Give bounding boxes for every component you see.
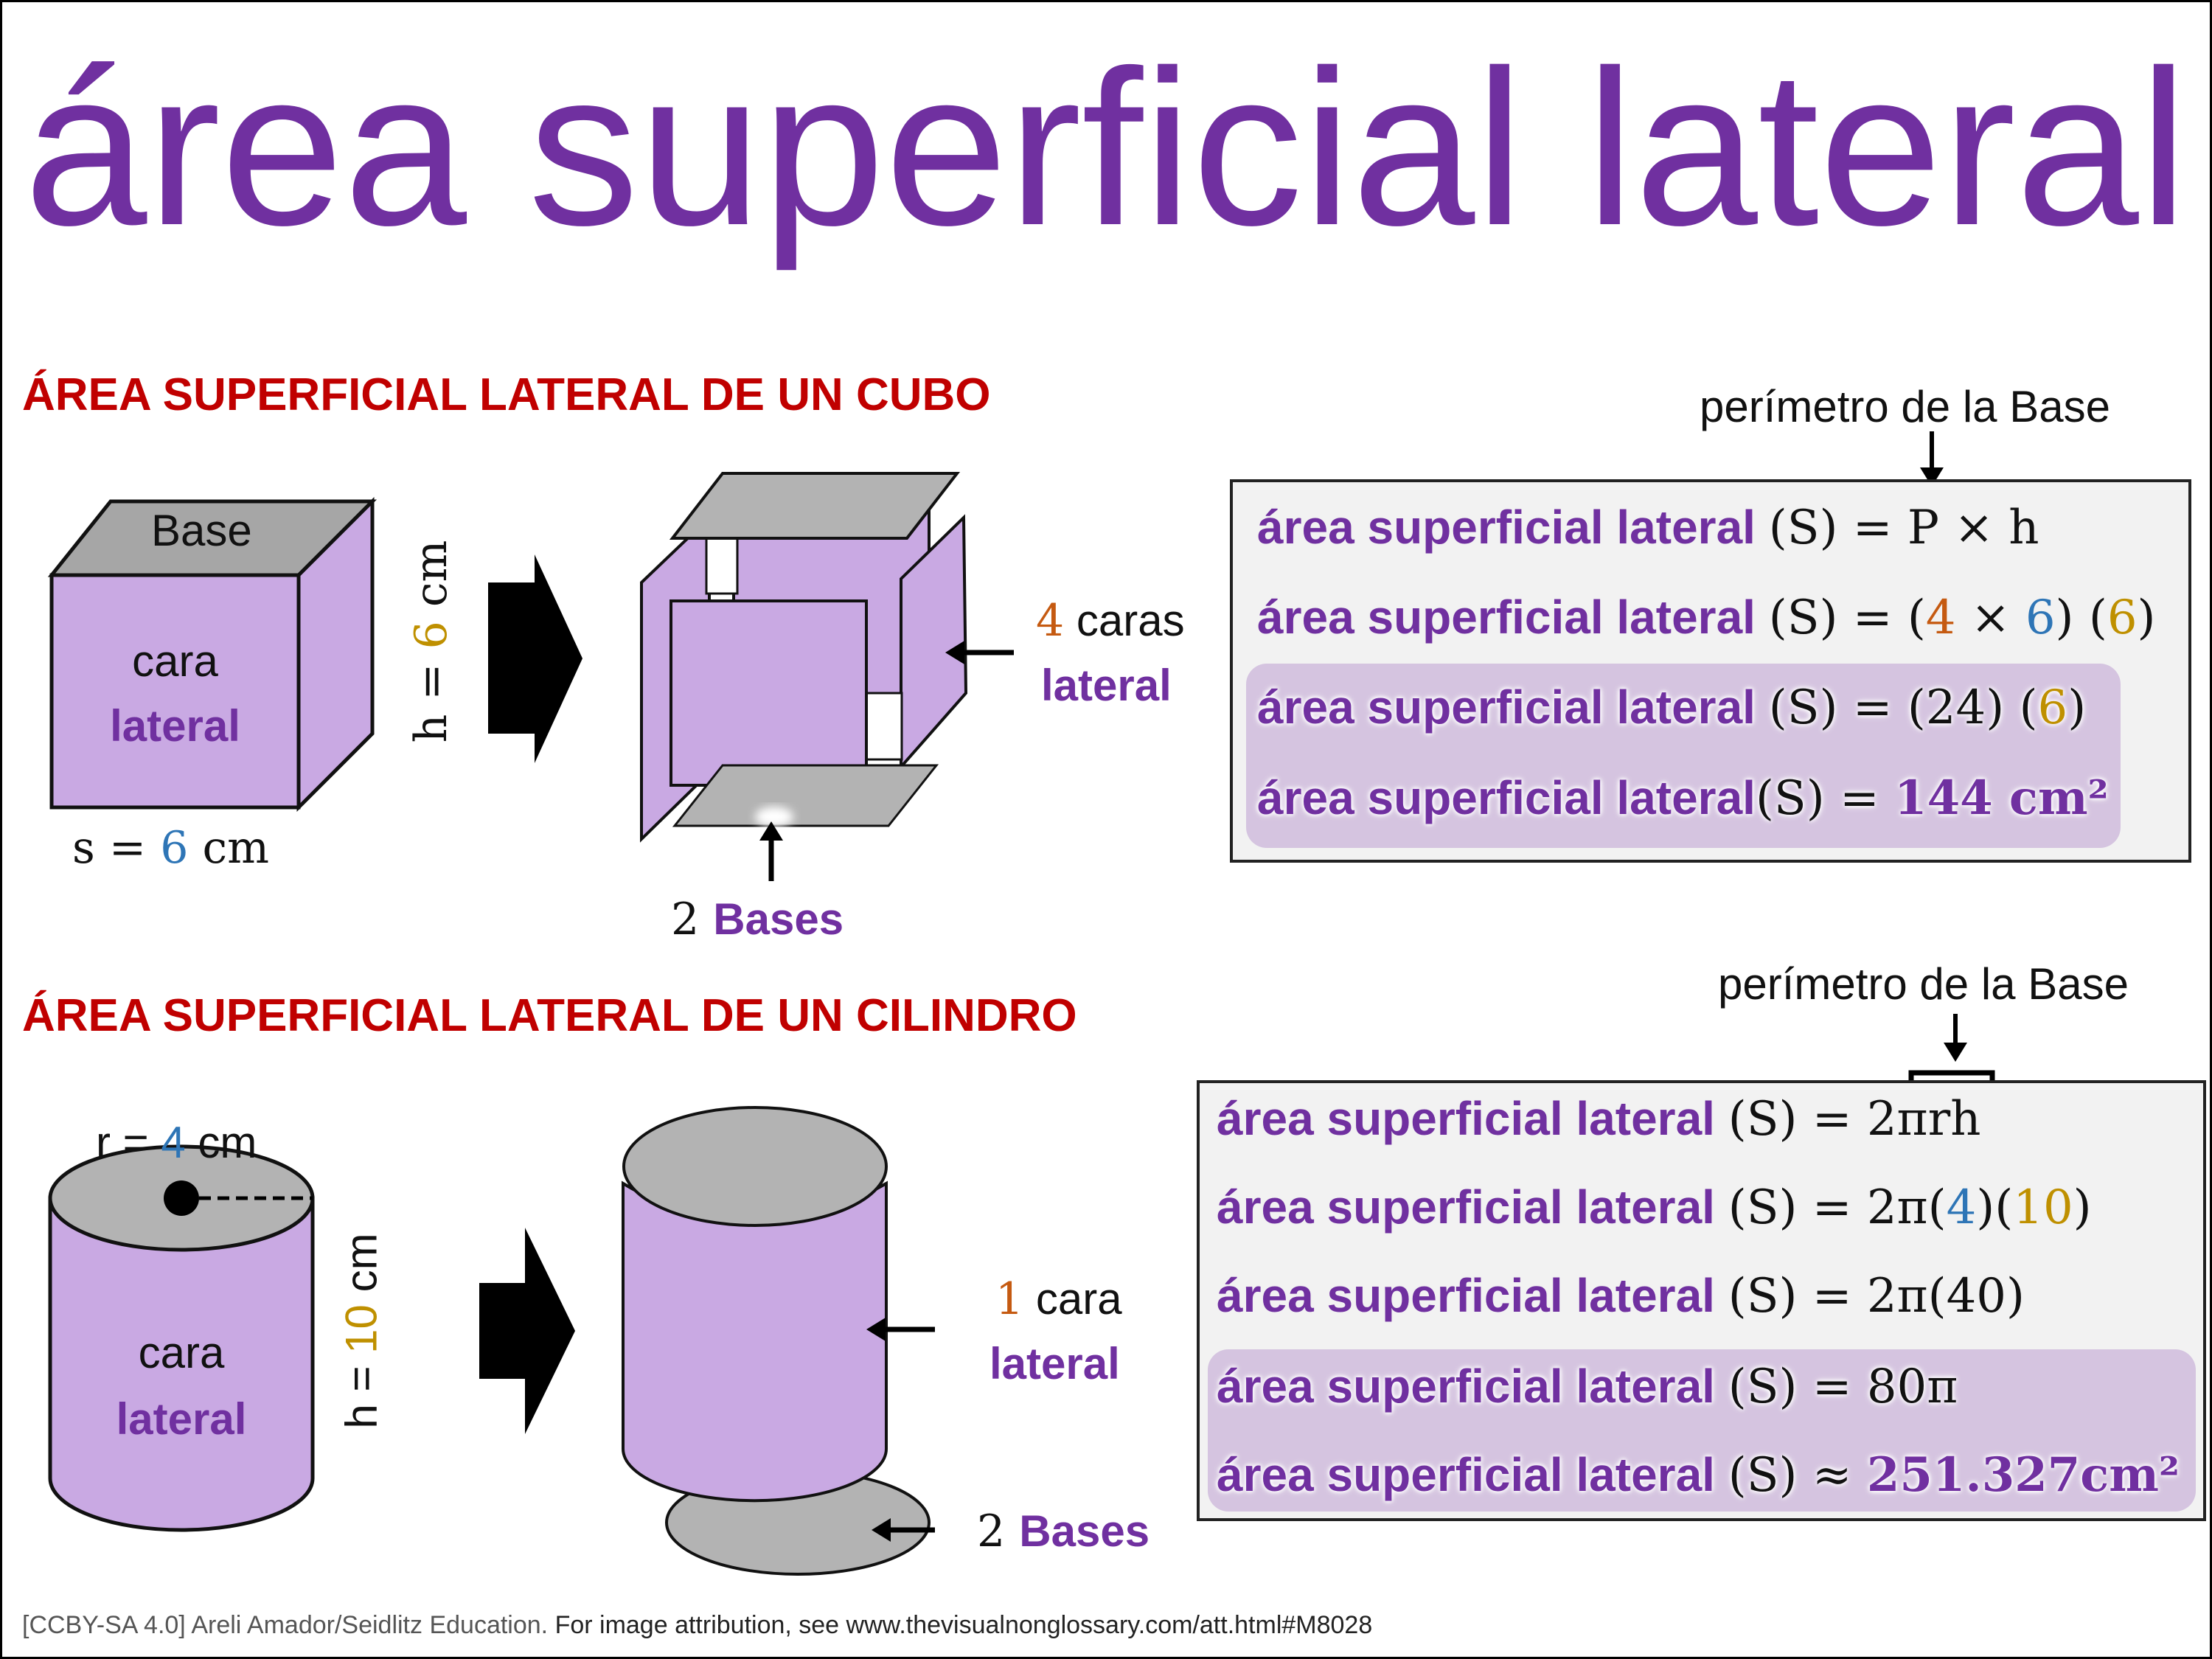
cylinder-radius-label: r = 4 cm <box>96 1118 257 1167</box>
cube-heading: ÁREA SUPERFICIAL LATERAL DE UN CUBO <box>22 369 991 420</box>
arrow-up-icon <box>759 821 783 841</box>
arrow-right-icon-2 <box>479 1228 575 1434</box>
cube-bases-label: 2 Bases <box>671 894 844 945</box>
exploded-cube <box>640 472 968 843</box>
cube-highlight <box>1246 664 2121 848</box>
cylinder-face-word1: cara <box>138 1328 225 1377</box>
cylinder-faces-label: 1 cara <box>995 1273 1122 1325</box>
arrow-left-icon <box>945 641 964 664</box>
arrow-left-icon-3 <box>872 1518 891 1542</box>
cube-equation-2: área superficial lateral (S) = (4 × 6) (… <box>1257 591 2156 645</box>
cube-perimeter-label: perímetro de la Base <box>1700 382 2110 431</box>
lateral-face <box>622 1180 888 1503</box>
cube-height-label: h = 6 cm <box>406 540 457 743</box>
exploded-cylinder <box>622 1106 931 1576</box>
cube-faces-label: 4 caras <box>1036 595 1185 647</box>
cylinder-faces-label-2: lateral <box>990 1339 1120 1388</box>
cube-face-word2: lateral <box>110 701 240 751</box>
cylinder-heading: ÁREA SUPERFICIAL LATERAL DE UN CILINDRO <box>22 990 1077 1041</box>
cylinder-equation-3: área superficial lateral (S) = 2π(40) <box>1217 1269 2025 1324</box>
cube-side-label: s = 6 cm <box>72 822 269 874</box>
cylinder-face-word2: lateral <box>116 1394 247 1444</box>
cylinder-shape <box>48 1144 315 1532</box>
cylinder-equation-4: área superficial lateral (S) = 80π <box>1217 1360 1958 1414</box>
cube-equation-4: área superficial lateral(S) = 144 cm² <box>1257 771 2109 826</box>
cylinder-height-label: h = 10 cm <box>336 1233 386 1429</box>
arrow-left-icon-2 <box>866 1318 886 1341</box>
bottom-base <box>672 764 939 827</box>
cube-pointer-arrows <box>759 431 1944 881</box>
center-dot <box>164 1180 199 1216</box>
top-base <box>669 472 961 540</box>
attribution-credit: [CCBY-SA 4.0] Areli Amador/Seidlitz Educ… <box>22 1611 1373 1639</box>
cube-front-face <box>49 573 301 810</box>
page-title: área superficial lateral <box>24 24 2188 271</box>
cylinder-perimeter-label: perímetro de la Base <box>1718 959 2129 1009</box>
cylinder-bases-label: 2 Bases <box>977 1506 1150 1557</box>
cube-face-word1: cara <box>132 636 218 686</box>
front-face <box>669 599 868 787</box>
cylinder-equation-1: área superficial lateral (S) = 2πrh <box>1217 1092 1981 1147</box>
cylinder-equation-2: área superficial lateral (S) = 2π(4)(10) <box>1217 1180 2092 1235</box>
arrow-down-icon-2 <box>1944 1043 1967 1062</box>
cylinder-body <box>48 1196 315 1532</box>
cube-faces-label-2: lateral <box>1041 661 1172 710</box>
top-base-disc <box>622 1106 888 1227</box>
arrow-down-icon <box>1920 467 1944 487</box>
cube-equation-1: área superficial lateral (S) = P × h <box>1257 501 2039 555</box>
cube-equation-3: área superficial lateral (S) = (24) (6) <box>1257 681 2087 735</box>
cube-base-label: Base <box>151 506 252 555</box>
cylinder-equation-5: área superficial lateral (S) ≈ 251.327cm… <box>1217 1447 2180 1503</box>
cube-shape <box>47 496 378 813</box>
arrow-right-icon <box>488 554 582 763</box>
cylinder-highlight <box>1208 1349 2196 1512</box>
